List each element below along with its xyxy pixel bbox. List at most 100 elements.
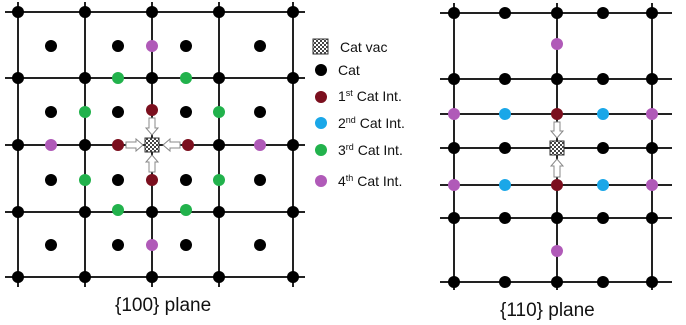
legend-int3-label: 3rd Cat Int. <box>338 142 403 158</box>
cation-atom <box>146 6 158 18</box>
third-interstitial <box>180 204 192 216</box>
legend-int2-swatch <box>315 117 327 129</box>
third-interstitial <box>213 174 225 186</box>
cation-atom <box>254 106 266 118</box>
legend-int2-label: 2nd Cat Int. <box>338 115 405 131</box>
third-interstitial <box>180 72 192 84</box>
cation-atom <box>287 6 299 18</box>
cation-atom <box>213 139 225 151</box>
third-interstitial <box>79 174 91 186</box>
plane-100-corner-cations <box>12 6 299 283</box>
cation-atom <box>180 106 192 118</box>
cation-atom <box>45 40 57 52</box>
cation-atom <box>79 6 91 18</box>
cation-atom <box>499 212 511 224</box>
plane-100-fourth-interstitials <box>45 40 266 251</box>
cation-atom <box>287 206 299 218</box>
fourth-interstitial <box>646 108 658 120</box>
cation-atom <box>597 212 609 224</box>
legend-vac-swatch <box>312 38 329 55</box>
cation-atom <box>551 212 563 224</box>
cation-atom <box>597 73 609 85</box>
cation-atom <box>12 6 24 18</box>
cation-atom <box>646 276 658 288</box>
cation-atom <box>12 72 24 84</box>
cation-atom <box>551 276 563 288</box>
caption-110-plane: {110} plane <box>500 300 595 321</box>
cation-atom <box>45 106 57 118</box>
cation-atom <box>287 139 299 151</box>
cation-atom <box>448 7 460 19</box>
cation-atom <box>448 73 460 85</box>
second-interstitial <box>597 108 609 120</box>
cation-atom <box>551 73 563 85</box>
third-interstitial <box>112 72 124 84</box>
arrow-right <box>125 137 144 153</box>
cation-atom <box>499 73 511 85</box>
plane-110-vacancy <box>549 140 565 156</box>
cation-atom <box>213 72 225 84</box>
legend-cat-label: Cat <box>338 62 360 78</box>
cation-atom <box>254 174 266 186</box>
arrow-down <box>144 117 160 136</box>
third-interstitial <box>79 106 91 118</box>
cation-atom <box>499 7 511 19</box>
cation-atom <box>12 206 24 218</box>
first-interstitial <box>146 104 158 116</box>
cation-atom <box>448 212 460 224</box>
cation-atom <box>45 239 57 251</box>
fourth-interstitial <box>551 38 563 50</box>
cation-atom <box>79 271 91 283</box>
cation-atom <box>12 139 24 151</box>
legend-int1-swatch <box>315 91 327 103</box>
plane-100-first-interstitials <box>112 104 194 186</box>
cation-atom <box>180 40 192 52</box>
cation-atom <box>12 271 24 283</box>
second-interstitial <box>499 179 511 191</box>
cation-atom <box>146 206 158 218</box>
cation-atom <box>597 7 609 19</box>
fourth-interstitial <box>646 179 658 191</box>
legend: Cat vac Cat 1st Cat Int. 2nd Cat Int. 3r… <box>312 38 405 189</box>
cation-atom <box>254 40 266 52</box>
fourth-interstitial <box>146 40 158 52</box>
plane-100-lattice <box>5 2 305 287</box>
cation-atom <box>112 40 124 52</box>
cation-atom <box>646 142 658 154</box>
arrow-left <box>162 137 181 153</box>
plane-110-lattice <box>440 3 672 290</box>
third-interstitial <box>112 204 124 216</box>
first-interstitial <box>146 174 158 186</box>
cation-atom <box>287 271 299 283</box>
cation-atom <box>180 239 192 251</box>
cation-atom <box>499 276 511 288</box>
cation-atom <box>180 174 192 186</box>
fourth-interstitial <box>254 139 266 151</box>
plane-110-fourth-interstitials <box>448 38 658 257</box>
cation-atom <box>597 142 609 154</box>
plane-100-jump-arrows <box>125 117 181 173</box>
cation-atom <box>448 276 460 288</box>
cation-atom <box>79 139 91 151</box>
cation-atom <box>79 206 91 218</box>
legend-int3-swatch <box>315 144 327 156</box>
legend-vac-label: Cat vac <box>340 39 387 55</box>
second-interstitial <box>499 108 511 120</box>
fourth-interstitial <box>551 245 563 257</box>
first-interstitial <box>551 108 563 120</box>
cation-atom <box>597 276 609 288</box>
cation-atom <box>646 7 658 19</box>
first-interstitial <box>551 179 563 191</box>
legend-int4-swatch <box>315 175 327 187</box>
fourth-interstitial <box>45 139 57 151</box>
first-interstitial <box>112 139 124 151</box>
first-interstitial <box>182 139 194 151</box>
plane-100-face-cations <box>45 40 266 251</box>
cation-atom <box>45 174 57 186</box>
cation-atom <box>213 271 225 283</box>
arrow-up <box>144 154 160 173</box>
fourth-interstitial <box>448 179 460 191</box>
cation-atom <box>112 239 124 251</box>
cation-atom <box>79 72 91 84</box>
cation-atom <box>146 271 158 283</box>
